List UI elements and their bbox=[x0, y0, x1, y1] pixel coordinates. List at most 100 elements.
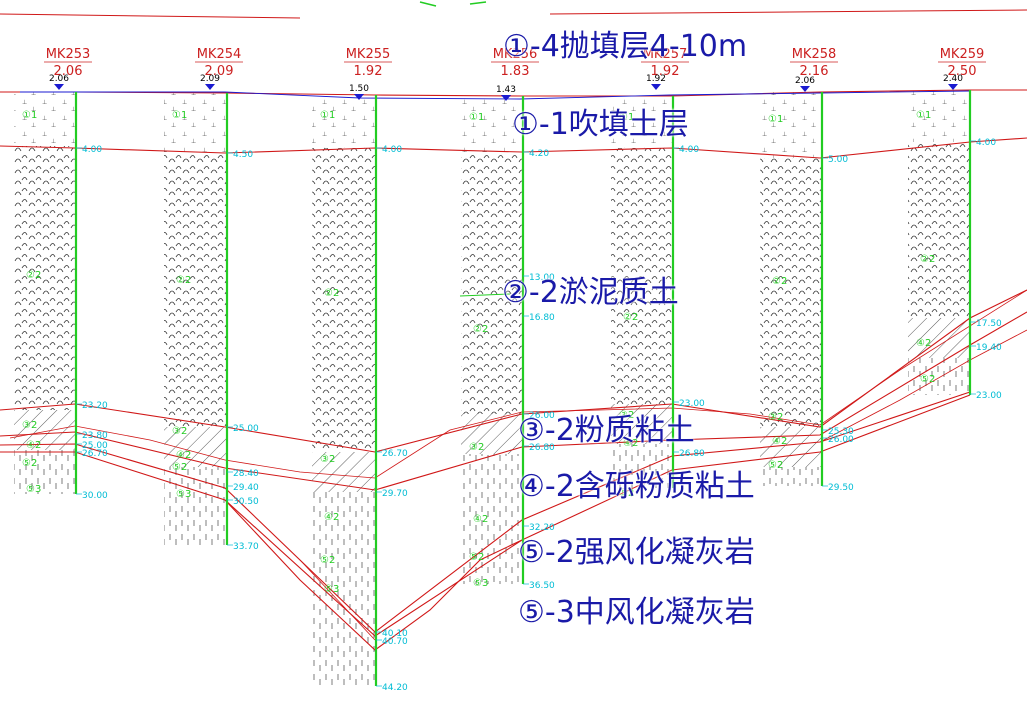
borehole-elevation: 1.83 bbox=[501, 64, 530, 79]
column-clay-layer bbox=[164, 427, 227, 467]
column-rock-layer bbox=[760, 467, 822, 486]
depth-label: 26.80 bbox=[679, 449, 705, 459]
layer-label-l4: ③-2粉质粘土 bbox=[518, 413, 695, 448]
layer-tag: ③2 bbox=[469, 442, 484, 453]
depth-label: 19.40 bbox=[976, 343, 1002, 353]
column-mud-layer bbox=[908, 142, 970, 318]
borehole-id: MK254 bbox=[197, 47, 242, 62]
column-rock-layer bbox=[164, 467, 227, 545]
layer-tag: ③2 bbox=[619, 410, 634, 421]
layer-tag: ⑤3 bbox=[176, 489, 191, 500]
depth-label: 44.20 bbox=[382, 683, 408, 693]
layer-label-l1: ①-4抛填层4-10m bbox=[503, 29, 748, 64]
boundary-weathered-moderate bbox=[0, 394, 971, 637]
frame-lines bbox=[0, 1, 1027, 19]
borehole-elevation: 2.50 bbox=[948, 64, 977, 79]
water-level-value: 1.43 bbox=[496, 85, 516, 95]
depth-label: 5.00 bbox=[828, 155, 848, 165]
depth-label: 4.00 bbox=[82, 145, 102, 155]
layer-tag: ⑤3 bbox=[26, 484, 41, 495]
layer-tag: ②2 bbox=[473, 324, 488, 335]
layer-tag: ⑤2 bbox=[619, 488, 634, 499]
depth-label: 4.00 bbox=[976, 138, 996, 148]
layer-tag: ③2 bbox=[768, 412, 783, 423]
layer-tag: ②2 bbox=[324, 288, 339, 299]
layer-tag: ⑤2 bbox=[920, 374, 935, 385]
boundary-gravel-weathered bbox=[0, 391, 971, 633]
borehole-elevation: 1.92 bbox=[354, 64, 383, 79]
column-rock-layer bbox=[14, 450, 76, 494]
depth-label: 25.00 bbox=[82, 441, 108, 451]
depth-label: 40.10 bbox=[382, 629, 408, 639]
column-mud-layer bbox=[164, 153, 227, 427]
column-fill-layer bbox=[611, 96, 673, 148]
water-level-marker bbox=[651, 84, 661, 90]
layer-tag: ②2 bbox=[26, 270, 41, 281]
water-level-marker bbox=[948, 84, 958, 90]
depth-label: 30.50 bbox=[233, 497, 259, 507]
water-level-value: 1.92 bbox=[646, 74, 666, 84]
depth-label: 40.70 bbox=[382, 637, 408, 647]
depth-label: 4.20 bbox=[529, 149, 549, 159]
borehole-id: MK253 bbox=[46, 47, 91, 62]
borehole-elevation: 1.92 bbox=[651, 64, 680, 79]
depth-label: 4.00 bbox=[382, 145, 402, 155]
borehole-id: MK258 bbox=[792, 47, 837, 62]
layer-tag: ③2 bbox=[172, 426, 187, 437]
layer-tag: ⑤2 bbox=[320, 555, 335, 566]
borehole-id: MK256 bbox=[493, 47, 538, 62]
water-level-marker bbox=[205, 84, 215, 90]
depth-label: 29.50 bbox=[828, 483, 854, 493]
layer-tag: ⑤2 bbox=[172, 462, 187, 473]
water-level-marker bbox=[54, 84, 64, 90]
depth-label: 23.00 bbox=[679, 399, 705, 409]
layer-tag: ②2 bbox=[176, 275, 191, 286]
depth-label: 33.70 bbox=[233, 542, 259, 552]
layer-tag: ④2 bbox=[473, 514, 488, 525]
water-level-marker bbox=[501, 95, 511, 101]
layer-tag: ⑤3 bbox=[473, 578, 488, 589]
layer-label-l2: ①-1吹填土层 bbox=[512, 107, 689, 142]
layer-tag: ③2 bbox=[320, 454, 335, 465]
depth-label: 29.40 bbox=[233, 483, 259, 493]
depth-label: 23.80 bbox=[82, 431, 108, 441]
layer-tag: ①1 bbox=[22, 110, 37, 121]
water-level-value: 2.40 bbox=[943, 74, 963, 84]
column-clay-layer bbox=[611, 404, 673, 444]
layer-tag: ①1 bbox=[768, 114, 783, 125]
water-level-marker bbox=[354, 94, 364, 100]
borehole-elevation: 2.16 bbox=[800, 64, 829, 79]
depth-label: 25.00 bbox=[233, 424, 259, 434]
depth-label: 30.00 bbox=[82, 491, 108, 501]
layer-tag: ②2 bbox=[623, 312, 638, 323]
depth-label: 4.50 bbox=[233, 150, 253, 160]
layer-tag: ④2 bbox=[623, 438, 638, 449]
layer-tag: ⑤2 bbox=[22, 458, 37, 469]
column-fill-layer bbox=[461, 96, 523, 152]
layer-tag: ④2 bbox=[772, 436, 787, 447]
column-mud-layer bbox=[312, 148, 376, 452]
borehole-elevation: 2.09 bbox=[205, 64, 234, 79]
column-rock-layer bbox=[312, 492, 376, 686]
layer-label-l3: ②-2淤泥质土 bbox=[502, 275, 679, 310]
depth-label: 26.70 bbox=[82, 449, 108, 459]
water-level-marker bbox=[800, 86, 810, 92]
layer-tag: ③2 bbox=[22, 420, 37, 431]
depth-label: 17.50 bbox=[976, 319, 1002, 329]
column-clay-layer bbox=[461, 414, 523, 454]
borehole-elevation: 2.06 bbox=[54, 64, 83, 79]
column-fill-layer bbox=[312, 95, 376, 148]
layer-tag: ⑤2 bbox=[469, 552, 484, 563]
layer-tag: ①1 bbox=[619, 112, 634, 123]
depth-label: 16.80 bbox=[529, 313, 555, 323]
depth-label: 23.20 bbox=[82, 401, 108, 411]
depth-label: 26.70 bbox=[382, 449, 408, 459]
column-fill-layer bbox=[164, 93, 227, 153]
column-clay-layer bbox=[14, 410, 76, 450]
layer-label-l6: ⑤-2强风化凝灰岩 bbox=[518, 535, 755, 570]
borehole-id: MK259 bbox=[940, 47, 985, 62]
column-rock-layer bbox=[611, 444, 673, 488]
layer-label-l7: ⑤-3中风化凝灰岩 bbox=[518, 595, 755, 630]
